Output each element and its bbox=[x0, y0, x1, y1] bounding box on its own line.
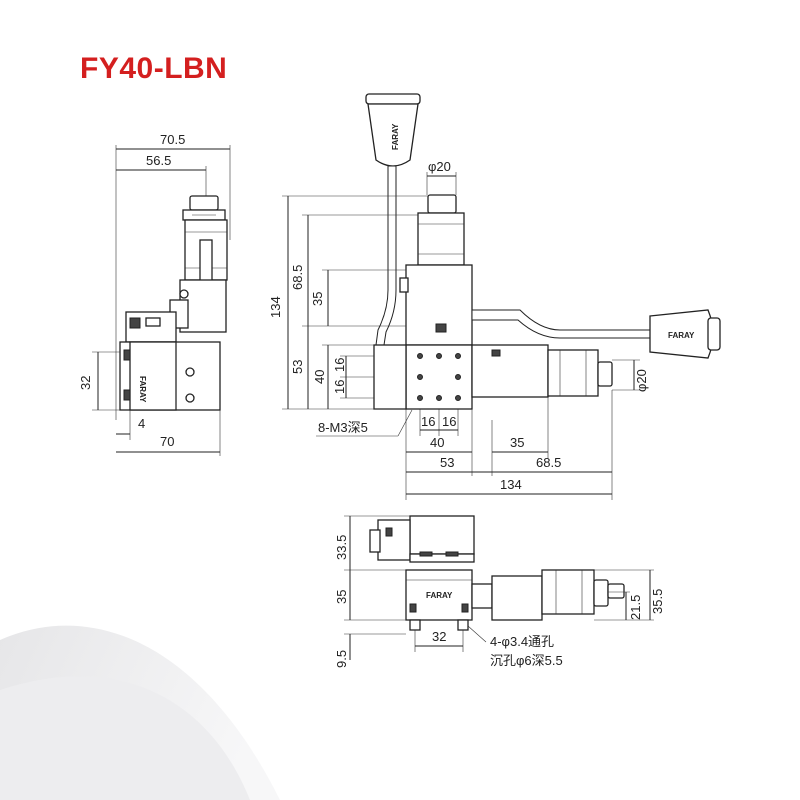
dim-bottom-68-5: 68.5 bbox=[536, 455, 561, 470]
right-handle-brand-label: FARAY bbox=[668, 331, 695, 340]
dim-top-16-a: 16 bbox=[332, 358, 347, 372]
dim-front-21-5: 21.5 bbox=[628, 595, 643, 620]
dim-top-35: 35 bbox=[310, 292, 325, 306]
dim-side-70-5: 70.5 bbox=[160, 132, 185, 147]
side-view: 70.5 56.5 FARAY 32 4 bbox=[78, 132, 231, 456]
dim-top-16-b: 16 bbox=[332, 380, 347, 394]
through-hole-note: 4-φ3.4通孔 bbox=[490, 634, 554, 649]
front-brand-label: FARAY bbox=[426, 591, 453, 600]
dim-top-phi20: φ20 bbox=[428, 159, 451, 174]
side-brand-label: FARAY bbox=[138, 376, 147, 403]
dim-right-phi20: φ20 bbox=[634, 369, 649, 392]
dim-bottom-53: 53 bbox=[440, 455, 454, 470]
dim-bottom-134: 134 bbox=[500, 477, 522, 492]
handle-brand-label: FARAY bbox=[391, 123, 400, 150]
dim-side-56-5: 56.5 bbox=[146, 153, 171, 168]
dim-bottom-16-b: 16 bbox=[442, 414, 456, 429]
dim-top-68-5: 68.5 bbox=[290, 265, 305, 290]
product-title: FY40-LBN bbox=[80, 52, 228, 85]
dim-front-9-5: 9.5 bbox=[334, 650, 349, 668]
dim-side-32: 32 bbox=[78, 376, 93, 390]
thread-note: 8-M3深5 bbox=[318, 420, 368, 435]
table-holes bbox=[417, 353, 461, 401]
dim-bottom-35: 35 bbox=[510, 435, 524, 450]
dim-front-35-5: 35.5 bbox=[650, 589, 665, 614]
dim-front-32: 32 bbox=[432, 629, 446, 644]
dim-front-35: 35 bbox=[334, 590, 349, 604]
dim-top-40: 40 bbox=[312, 370, 327, 384]
counterbore-note: 沉孔φ6深5.5 bbox=[490, 653, 563, 668]
dim-side-4: 4 bbox=[138, 416, 145, 431]
dim-top-134: 134 bbox=[268, 296, 283, 318]
dim-bottom-16-a: 16 bbox=[421, 414, 435, 429]
dim-side-70: 70 bbox=[160, 434, 174, 449]
dim-bottom-40: 40 bbox=[430, 435, 444, 450]
top-view: FARAY φ20 FARAY bbox=[268, 93, 721, 500]
front-view: FARAY 33.5 35 9.5 32 4-φ3.4通孔 沉孔φ6深5.5 bbox=[334, 515, 665, 668]
dim-front-33-5: 33.5 bbox=[334, 535, 349, 560]
dim-top-53: 53 bbox=[290, 360, 305, 374]
